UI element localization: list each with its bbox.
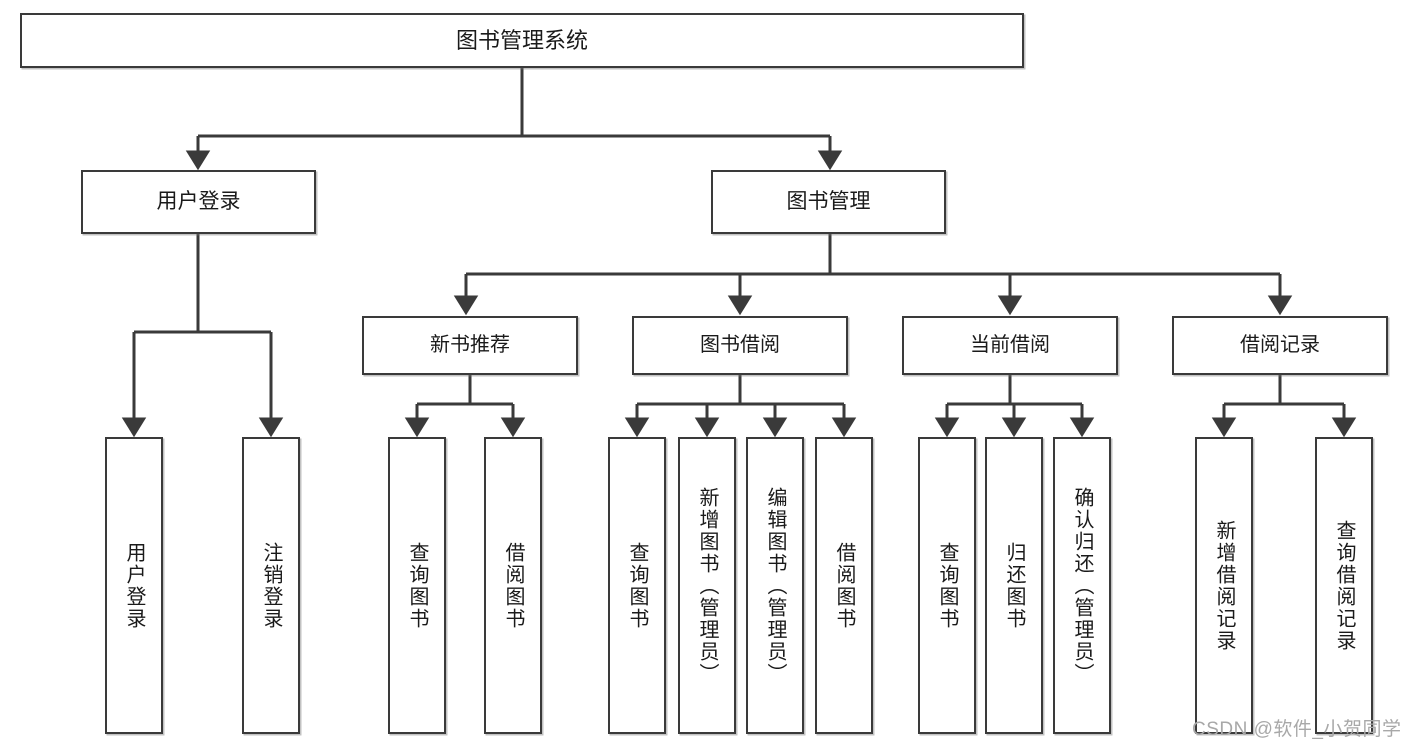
node-root[interactable]: 图书管理系统 — [20, 13, 1024, 68]
node-leaf-borrow-book-2[interactable]: 借阅图书 — [815, 437, 873, 734]
node-leaf-logout[interactable]: 注销登录 — [242, 437, 300, 734]
node-current-borrow-label: 当前借阅 — [970, 333, 1050, 356]
node-current-borrow[interactable]: 当前借阅 — [902, 316, 1118, 375]
node-new-book-recommend[interactable]: 新书推荐 — [362, 316, 578, 375]
node-leaf-query-book-1-label: 查询图书 — [406, 541, 428, 630]
node-leaf-return-book[interactable]: 归还图书 — [985, 437, 1043, 734]
node-leaf-add-book[interactable]: 新增图书（管理员） — [678, 437, 736, 734]
node-user-login-label: 用户登录 — [156, 189, 241, 213]
node-leaf-query-book-2[interactable]: 查询图书 — [608, 437, 666, 734]
node-book-borrow[interactable]: 图书借阅 — [632, 316, 848, 375]
node-book-borrow-label: 图书借阅 — [700, 333, 780, 356]
node-leaf-query-book-3[interactable]: 查询图书 — [918, 437, 976, 734]
node-leaf-query-record-label: 查询借阅记录 — [1333, 519, 1355, 652]
node-book-manage[interactable]: 图书管理 — [711, 170, 946, 234]
node-borrow-record[interactable]: 借阅记录 — [1172, 316, 1388, 375]
node-leaf-user-login[interactable]: 用户登录 — [105, 437, 163, 734]
node-borrow-record-label: 借阅记录 — [1240, 333, 1320, 356]
node-leaf-query-record[interactable]: 查询借阅记录 — [1315, 437, 1373, 734]
node-leaf-user-login-label: 用户登录 — [123, 541, 145, 630]
node-root-label: 图书管理系统 — [455, 27, 588, 53]
node-leaf-query-book-2-label: 查询图书 — [626, 541, 648, 630]
node-leaf-edit-book-label: 编辑图书（管理员） — [764, 486, 786, 685]
node-leaf-query-book-3-label: 查询图书 — [936, 541, 958, 630]
node-leaf-add-record[interactable]: 新增借阅记录 — [1195, 437, 1253, 734]
node-leaf-return-book-label: 归还图书 — [1003, 541, 1025, 630]
node-leaf-confirm-return[interactable]: 确认归还（管理员） — [1053, 437, 1111, 734]
node-leaf-borrow-book-1-label: 借阅图书 — [502, 541, 524, 630]
node-leaf-confirm-return-label: 确认归还（管理员） — [1071, 486, 1093, 685]
node-leaf-add-record-label: 新增借阅记录 — [1213, 519, 1235, 652]
node-leaf-edit-book[interactable]: 编辑图书（管理员） — [746, 437, 804, 734]
node-new-book-recommend-label: 新书推荐 — [430, 333, 510, 356]
node-leaf-borrow-book-1[interactable]: 借阅图书 — [484, 437, 542, 734]
node-leaf-borrow-book-2-label: 借阅图书 — [833, 541, 855, 630]
node-book-manage-label: 图书管理 — [786, 189, 871, 213]
node-leaf-add-book-label: 新增图书（管理员） — [696, 486, 718, 685]
node-leaf-logout-label: 注销登录 — [260, 541, 282, 630]
node-leaf-query-book-1[interactable]: 查询图书 — [388, 437, 446, 734]
node-user-login[interactable]: 用户登录 — [81, 170, 316, 234]
